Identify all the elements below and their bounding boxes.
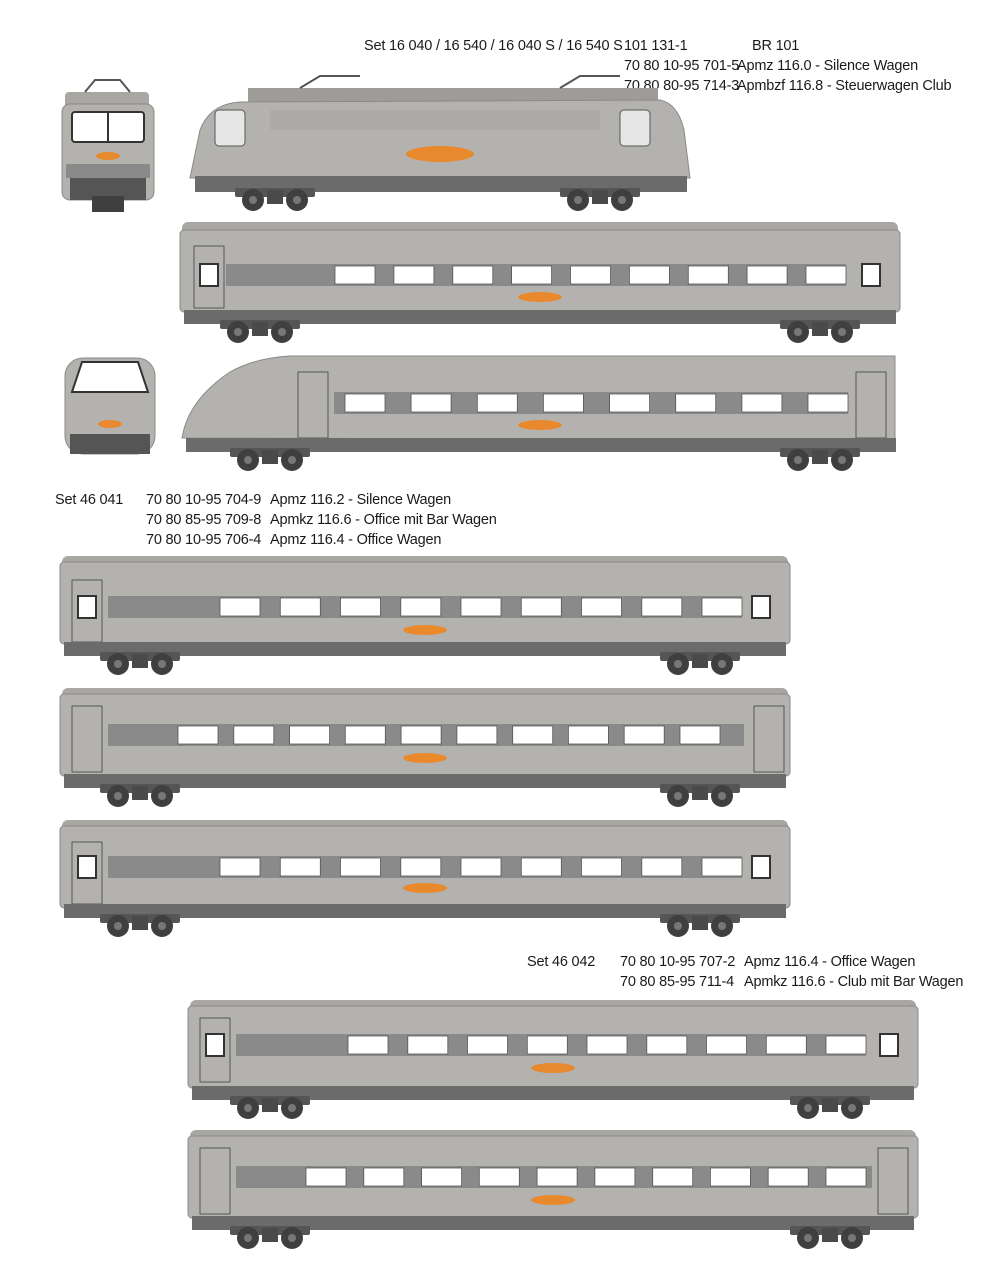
window (536, 1167, 578, 1187)
window (289, 725, 331, 745)
window (746, 265, 788, 285)
window (407, 1035, 449, 1055)
window (340, 857, 381, 877)
window (410, 393, 452, 413)
set1-desc-2: Apmbzf 116.8 - Steuerwagen Club (737, 78, 952, 94)
window (807, 393, 849, 413)
window (594, 1167, 636, 1187)
window (710, 1167, 751, 1187)
window (825, 1167, 867, 1187)
window (452, 265, 494, 285)
window (687, 265, 729, 285)
window (400, 597, 442, 617)
set2-number-2: 70 80 10-95 706-4 (146, 532, 262, 548)
cab-car-side-view (181, 355, 896, 471)
window (568, 725, 609, 745)
set1-number-0: 101 131-1 (624, 38, 688, 54)
window (478, 1167, 520, 1187)
set3-desc-1: Apmkz 116.6 - Club mit Bar Wagen (744, 974, 964, 990)
window (421, 1167, 463, 1187)
window (767, 1167, 809, 1187)
window (334, 265, 376, 285)
window (460, 597, 502, 617)
window (543, 393, 584, 413)
window (305, 1167, 347, 1187)
window (641, 857, 683, 877)
window (400, 725, 442, 745)
window (400, 857, 442, 877)
window (629, 265, 670, 285)
window (456, 725, 498, 745)
coach-office-wagen-2 (187, 1000, 919, 1119)
window (279, 597, 321, 617)
set2-desc-2: Apmz 116.4 - Office Wagen (270, 532, 442, 548)
window (765, 1035, 807, 1055)
coach-club-mit-bar-wagen (187, 1130, 919, 1249)
window (177, 725, 219, 745)
window (526, 1035, 568, 1055)
set2-number-1: 70 80 85-95 709-8 (146, 512, 262, 528)
window (679, 725, 721, 745)
window (825, 1035, 867, 1055)
window (520, 597, 562, 617)
window (233, 725, 275, 745)
window (476, 393, 518, 413)
window (701, 597, 743, 617)
window (460, 857, 502, 877)
passenger-windows (177, 265, 867, 1187)
window (520, 857, 562, 877)
window (344, 725, 386, 745)
set3-label: Set 46 042 (527, 954, 596, 970)
window (363, 1167, 405, 1187)
window (652, 1167, 694, 1187)
window (347, 1035, 389, 1055)
window (511, 265, 553, 285)
window (219, 597, 261, 617)
window (641, 597, 683, 617)
locomotive-side-view (189, 75, 691, 211)
set1-desc-0: BR 101 (752, 38, 800, 54)
set2-number-0: 70 80 10-95 704-9 (146, 492, 262, 508)
set1-desc-1: Apmz 116.0 - Silence Wagen (737, 58, 918, 74)
cab-car-front-view (64, 357, 156, 455)
window (344, 393, 386, 413)
set3-number-0: 70 80 10-95 707-2 (620, 954, 736, 970)
coach-office-wagen-1 (59, 820, 791, 937)
window (393, 265, 435, 285)
window (581, 597, 622, 617)
window (623, 725, 665, 745)
window (701, 857, 743, 877)
window (706, 1035, 747, 1055)
window (467, 1035, 508, 1055)
coach-office-mit-bar-wagen (59, 688, 791, 807)
locomotive-front-view (61, 79, 155, 212)
window (586, 1035, 628, 1055)
window (646, 1035, 688, 1055)
set2-label: Set 46 041 (55, 492, 124, 508)
set1-number-1: 70 80 10-95 701-5 (624, 58, 740, 74)
window (675, 393, 717, 413)
set3-number-1: 70 80 85-95 711-4 (620, 974, 735, 990)
window (741, 393, 783, 413)
window (609, 393, 650, 413)
set3-desc-0: Apmz 116.4 - Office Wagen (744, 954, 916, 970)
window (805, 265, 847, 285)
window (279, 857, 321, 877)
window (512, 725, 554, 745)
window (570, 265, 611, 285)
set2-desc-1: Apmkz 116.6 - Office mit Bar Wagen (270, 512, 497, 528)
window (581, 857, 622, 877)
set2-desc-0: Apmz 116.2 - Silence Wagen (270, 492, 451, 508)
window (219, 857, 261, 877)
set1-label: Set 16 040 / 16 540 / 16 040 S / 16 540 … (364, 38, 623, 54)
window (340, 597, 381, 617)
